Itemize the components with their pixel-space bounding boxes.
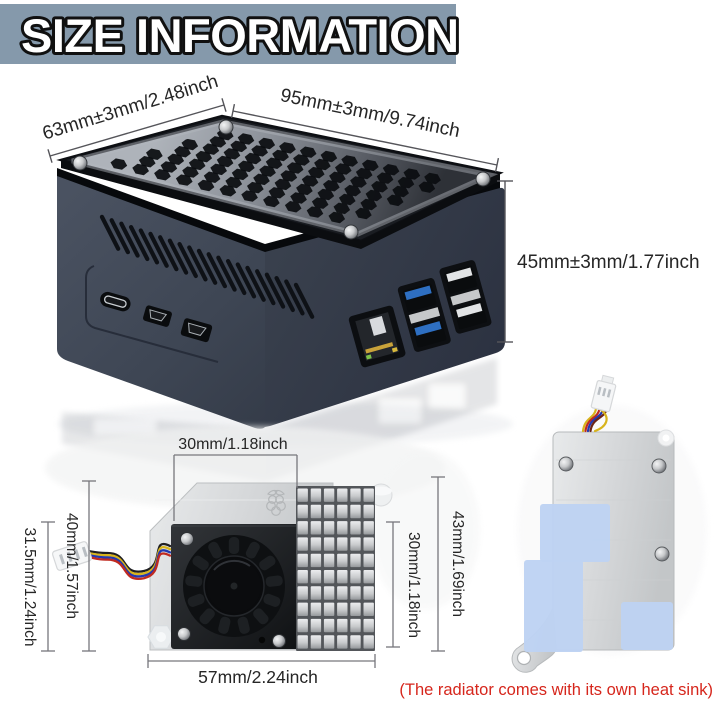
radiator-connector — [590, 374, 617, 413]
blower-fan — [171, 524, 299, 649]
ethernet-led-green — [365, 354, 372, 360]
fan-heatsink-illustration — [45, 426, 480, 651]
lid-screws — [72, 119, 491, 240]
total-width-label: 57mm/2.24inch — [198, 667, 318, 687]
micro-hdmi-port-2 — [180, 318, 213, 343]
dim-line-case-width — [230, 103, 500, 173]
micro-hdmi-port-1 — [143, 305, 172, 327]
screw-icon — [475, 171, 491, 187]
total-height-label: 43mm/1.69inch — [449, 511, 466, 617]
radiator-note: (The radiator comes with its own heat si… — [399, 681, 713, 699]
heatsink-pins — [297, 488, 374, 649]
dim-line-total-width — [147, 654, 376, 668]
screw-icon — [651, 458, 667, 474]
screw-icon — [177, 627, 191, 641]
front-seam-line — [85, 265, 219, 363]
pin-heatsink — [296, 486, 375, 651]
thermal-pads — [524, 504, 673, 652]
radiator-brushed-texture — [556, 459, 671, 621]
dim-line-total-height — [431, 476, 445, 652]
fan-connector — [51, 541, 93, 571]
usb3-ports — [397, 278, 451, 352]
heatsink-height-label: 30mm/1.18inch — [405, 532, 422, 638]
title-banner-bg — [0, 4, 456, 64]
dim-line-fan-width — [173, 454, 298, 521]
radiator-illustration — [511, 374, 707, 673]
screw-icon — [180, 532, 194, 546]
page-title: SIZE INFORMATION — [21, 9, 459, 62]
dim-line-case-depth — [47, 98, 227, 163]
case-height-label: 45mm±3mm/1.77inch — [517, 252, 700, 273]
dim-line-board-height — [41, 521, 55, 652]
fan-cable — [86, 542, 172, 580]
dim-line-bracket-height — [82, 480, 96, 652]
ethernet-port — [348, 305, 406, 368]
screw-icon — [272, 634, 286, 648]
board-height-label: 31.5mm/1.24inch — [21, 528, 38, 647]
fan-blades — [185, 537, 283, 634]
dim-line-heatsink-height — [386, 521, 400, 648]
title-banner: SIZE INFORMATION — [0, 4, 462, 65]
case-dimension-lines — [47, 98, 513, 343]
usb2-ports — [439, 260, 492, 334]
ethernet-led-amber — [391, 347, 398, 353]
screw-icon — [654, 546, 670, 562]
raspberry-logo — [266, 489, 286, 516]
usb-c-port — [100, 291, 131, 312]
bracket-height-label: 40mm/1.57inch — [63, 513, 80, 619]
fan-dimension-lines — [41, 454, 445, 668]
nylon-standoff-top — [369, 483, 393, 507]
dim-line-case-height — [497, 180, 513, 343]
case-lid — [56, 114, 504, 249]
fan-width-label: 30mm/1.18inch — [178, 436, 287, 453]
screw-icon — [343, 224, 359, 240]
front-vent-slots — [99, 214, 315, 319]
hex-vent-holes — [110, 129, 441, 224]
screw-icon — [558, 456, 574, 472]
screw-icon — [218, 119, 234, 135]
mount-hole — [516, 650, 532, 666]
case-front-face — [57, 176, 265, 429]
nylon-standoff-hex — [147, 625, 175, 649]
screw-icon — [72, 155, 88, 171]
pi-case-illustration — [56, 114, 513, 482]
